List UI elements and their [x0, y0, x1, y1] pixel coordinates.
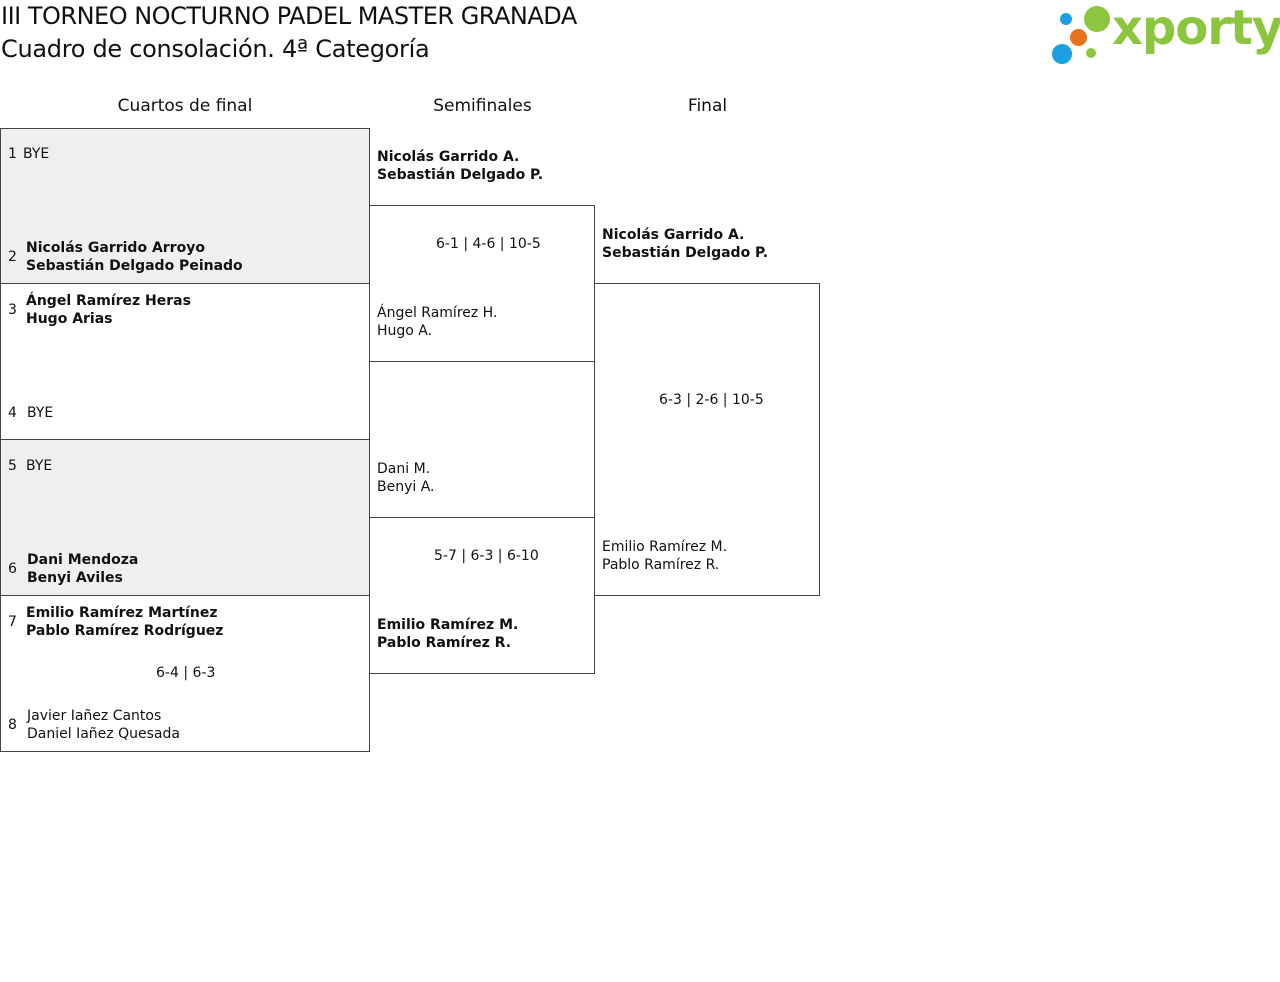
- sf-team-4: Emilio Ramírez M. Pablo Ramírez R.: [377, 616, 518, 652]
- logo-wordmark: xporty: [1112, 0, 1280, 56]
- seed-number: 8: [8, 717, 17, 733]
- player-name: Emilio Ramírez Martínez: [26, 605, 218, 621]
- player-name: Ángel Ramírez Heras: [26, 293, 191, 309]
- qf-team-5: BYE: [26, 458, 53, 474]
- player-name: Ángel Ramírez H.: [377, 305, 498, 321]
- player-name: Sebastián Delgado Peinado: [26, 258, 243, 274]
- qf-team-8: Javier Iañez Cantos Daniel Iañez Quesada: [27, 707, 180, 743]
- logo-dot-blue: [1060, 13, 1072, 25]
- player-name: Hugo A.: [377, 323, 433, 339]
- player-name: Emilio Ramírez M.: [377, 617, 519, 633]
- final-score: 6-3 | 2-6 | 10-5: [659, 392, 764, 408]
- seed-number: 5: [8, 458, 17, 474]
- xporty-logo[interactable]: xporty: [1050, 0, 1280, 66]
- qf-team-7: Emilio Ramírez Martínez Pablo Ramírez Ro…: [26, 604, 223, 640]
- final-team-1: Nicolás Garrido A. Sebastián Delgado P.: [602, 226, 768, 262]
- logo-dot-green: [1084, 6, 1110, 32]
- player-name: Daniel Iañez Quesada: [27, 726, 180, 742]
- player-name: Pablo Ramírez R.: [377, 635, 512, 651]
- sf-team-3: Dani M. Benyi A.: [377, 460, 435, 496]
- player-name: Dani Mendoza: [27, 552, 139, 568]
- seed-number: 4: [8, 405, 17, 421]
- player-name: Hugo Arias: [26, 311, 113, 327]
- player-name: Nicolás Garrido A.: [602, 227, 745, 243]
- sf-score-1: 6-1 | 4-6 | 10-5: [436, 236, 541, 252]
- player-name: Dani M.: [377, 461, 431, 477]
- seed-number: 6: [8, 561, 17, 577]
- player-name: Nicolás Garrido Arroyo: [26, 240, 205, 256]
- qf-team-2: Nicolás Garrido Arroyo Sebastián Delgado…: [26, 239, 243, 275]
- sf-team-2: Ángel Ramírez H. Hugo A.: [377, 304, 497, 340]
- sf-score-2: 5-7 | 6-3 | 6-10: [434, 548, 539, 564]
- player-name: Emilio Ramírez M.: [602, 539, 728, 555]
- qf-match-3: [0, 439, 370, 596]
- sf-team-1: Nicolás Garrido A. Sebastián Delgado P.: [377, 148, 543, 184]
- seed-number: 1: [8, 146, 17, 162]
- qf-match-1: [0, 128, 370, 284]
- player-name: Pablo Ramírez R.: [602, 557, 720, 573]
- round-header-sf: Semifinales: [433, 96, 532, 116]
- qf-score-4: 6-4 | 6-3: [156, 665, 216, 681]
- logo-dot-blue-large: [1052, 44, 1072, 64]
- final-match: [594, 283, 820, 596]
- logo-dot-orange: [1070, 29, 1087, 46]
- seed-number: 2: [8, 249, 17, 265]
- final-team-2: Emilio Ramírez M. Pablo Ramírez R.: [602, 538, 727, 574]
- qf-team-6: Dani Mendoza Benyi Aviles: [27, 551, 138, 587]
- qf-team-1: BYE: [23, 146, 50, 162]
- player-name: Javier Iañez Cantos: [27, 708, 162, 724]
- logo-dot-green-small: [1086, 48, 1096, 58]
- bracket-subtitle: Cuadro de consolación. 4ª Categoría: [1, 35, 430, 63]
- seed-number: 3: [8, 302, 17, 318]
- player-name: Pablo Ramírez Rodríguez: [26, 623, 224, 639]
- round-header-qf: Cuartos de final: [117, 96, 253, 116]
- round-header-final: Final: [687, 96, 728, 116]
- seed-number: 7: [8, 614, 17, 630]
- player-name: Benyi A.: [377, 479, 435, 495]
- tournament-title: III TORNEO NOCTURNO PADEL MASTER GRANADA: [1, 2, 577, 30]
- player-name: Sebastián Delgado P.: [377, 167, 544, 183]
- qf-team-3: Ángel Ramírez Heras Hugo Arias: [26, 292, 191, 328]
- qf-team-4: BYE: [27, 405, 54, 421]
- player-name: Nicolás Garrido A.: [377, 149, 520, 165]
- player-name: Benyi Aviles: [27, 570, 123, 586]
- player-name: Sebastián Delgado P.: [602, 245, 769, 261]
